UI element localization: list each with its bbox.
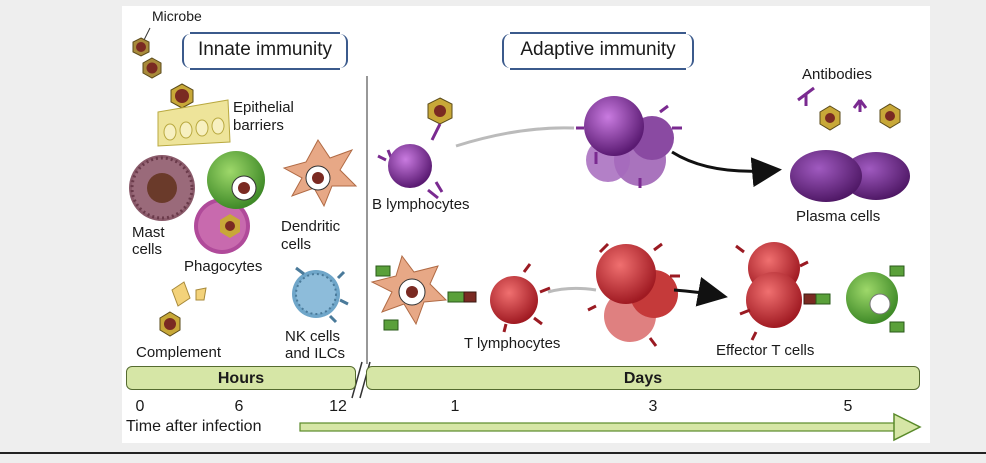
adaptive-immunity-header: Adaptive immunity: [502, 32, 694, 70]
microbe-icon: [132, 27, 194, 109]
tick-label: 0: [135, 398, 145, 415]
b-lymphocytes-label: B lymphocytes: [372, 196, 470, 213]
complement-label: Complement: [136, 344, 222, 361]
t-lymphocytes-label: T lymphocytes: [464, 335, 561, 352]
plasma-cells-label: Plasma cells: [796, 208, 881, 225]
days-bar: Days: [366, 366, 920, 390]
tick-label: 12: [329, 398, 347, 415]
dendritic-label-2: cells: [281, 236, 312, 253]
epithelial-label-2: barriers: [233, 117, 284, 134]
mast-label-2: cells: [132, 241, 163, 258]
tick-label: 6: [234, 398, 244, 415]
tick-label: 3: [648, 398, 658, 415]
dendritic-label-1: Dendritic: [281, 218, 341, 235]
mast-label-1: Mast: [132, 224, 165, 241]
time-arrow: [299, 412, 922, 442]
phagocyte-icon: [194, 151, 265, 254]
tick-label: 1: [450, 398, 460, 415]
hours-bar: Hours: [126, 366, 356, 390]
complement-icon: [159, 281, 207, 337]
nk-cell-icon: [292, 266, 349, 324]
tick-label: 5: [843, 398, 853, 415]
epithelium-icon: [157, 99, 231, 147]
antibodies-icon: [797, 86, 901, 131]
nk-label-2: and ILCs: [285, 345, 346, 362]
b-cell-clone-icon: [576, 96, 682, 188]
epithelial-label-1: Epithelial: [233, 99, 294, 116]
bottom-rule: [0, 452, 986, 454]
microbe-label: Microbe: [152, 8, 202, 24]
innate-immunity-header: Innate immunity: [182, 32, 348, 70]
b-lymphocyte-icon: [377, 97, 453, 200]
phagocytes-label: Phagocytes: [184, 258, 263, 275]
plasma-cell-icon: [790, 150, 910, 202]
mast-cell-icon: [129, 155, 195, 221]
dendritic-cell-icon: [282, 139, 358, 208]
nk-label-1: NK cells: [285, 328, 341, 345]
effector-t-cells-label: Effector T cells: [716, 342, 815, 359]
effector-t-cell-icon: [735, 242, 905, 341]
time-axis-label: Time after infection: [126, 418, 262, 435]
t-cell-clone-icon: [587, 242, 680, 347]
t-lymphocyte-icon: [490, 263, 551, 333]
antibodies-label: Antibodies: [802, 66, 873, 83]
antigen-presenting-cell-icon: [370, 254, 477, 331]
